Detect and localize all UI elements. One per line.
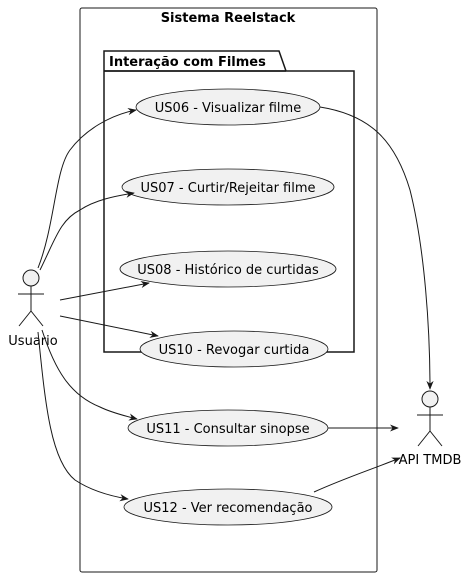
system-title: Sistema Reelstack <box>161 11 296 26</box>
stick-figure-icon <box>417 390 443 447</box>
package-title: Interação com Filmes <box>109 55 266 70</box>
actor-label: Usuario <box>8 334 57 349</box>
use-case-label: US06 - Visualizar filme <box>155 101 301 116</box>
link-usuario-us10 <box>59 315 159 338</box>
use-case-label: US11 - Consultar sinopse <box>146 422 309 437</box>
use-case-label: US10 - Revogar curtida <box>159 343 310 358</box>
use-case-us11[interactable]: US11 - Consultar sinopse <box>127 409 329 447</box>
link-usuario-us12 <box>37 331 129 502</box>
actor-tmdb[interactable]: API TMDB <box>399 390 462 468</box>
link-usuario-us06 <box>37 107 137 269</box>
link-usuario-us08 <box>59 280 150 301</box>
link-usuario-us11 <box>41 329 138 421</box>
use-case-us08[interactable]: US08 - Histórico de curtidas <box>119 250 337 288</box>
stick-figure-icon <box>18 269 44 327</box>
link-us06-tmdb <box>319 106 434 390</box>
use-case-us12[interactable]: US12 - Ver recomendação <box>123 488 333 526</box>
link-usuario-us07 <box>39 190 135 271</box>
use-case-label: US08 - Histórico de curtidas <box>137 263 319 278</box>
use-case-us10[interactable]: US10 - Revogar curtida <box>139 330 329 368</box>
link-us12-tmdb <box>313 457 401 493</box>
actor-usuario[interactable]: Usuario <box>8 269 58 349</box>
use-case-label: US12 - Ver recomendação <box>144 501 313 516</box>
use-case-us06[interactable]: US06 - Visualizar filme <box>135 88 321 126</box>
use-case-label: US07 - Curtir/Rejeitar filme <box>140 181 315 196</box>
use-case-us07[interactable]: US07 - Curtir/Rejeitar filme <box>121 168 335 206</box>
actor-label: API TMDB <box>399 453 462 468</box>
